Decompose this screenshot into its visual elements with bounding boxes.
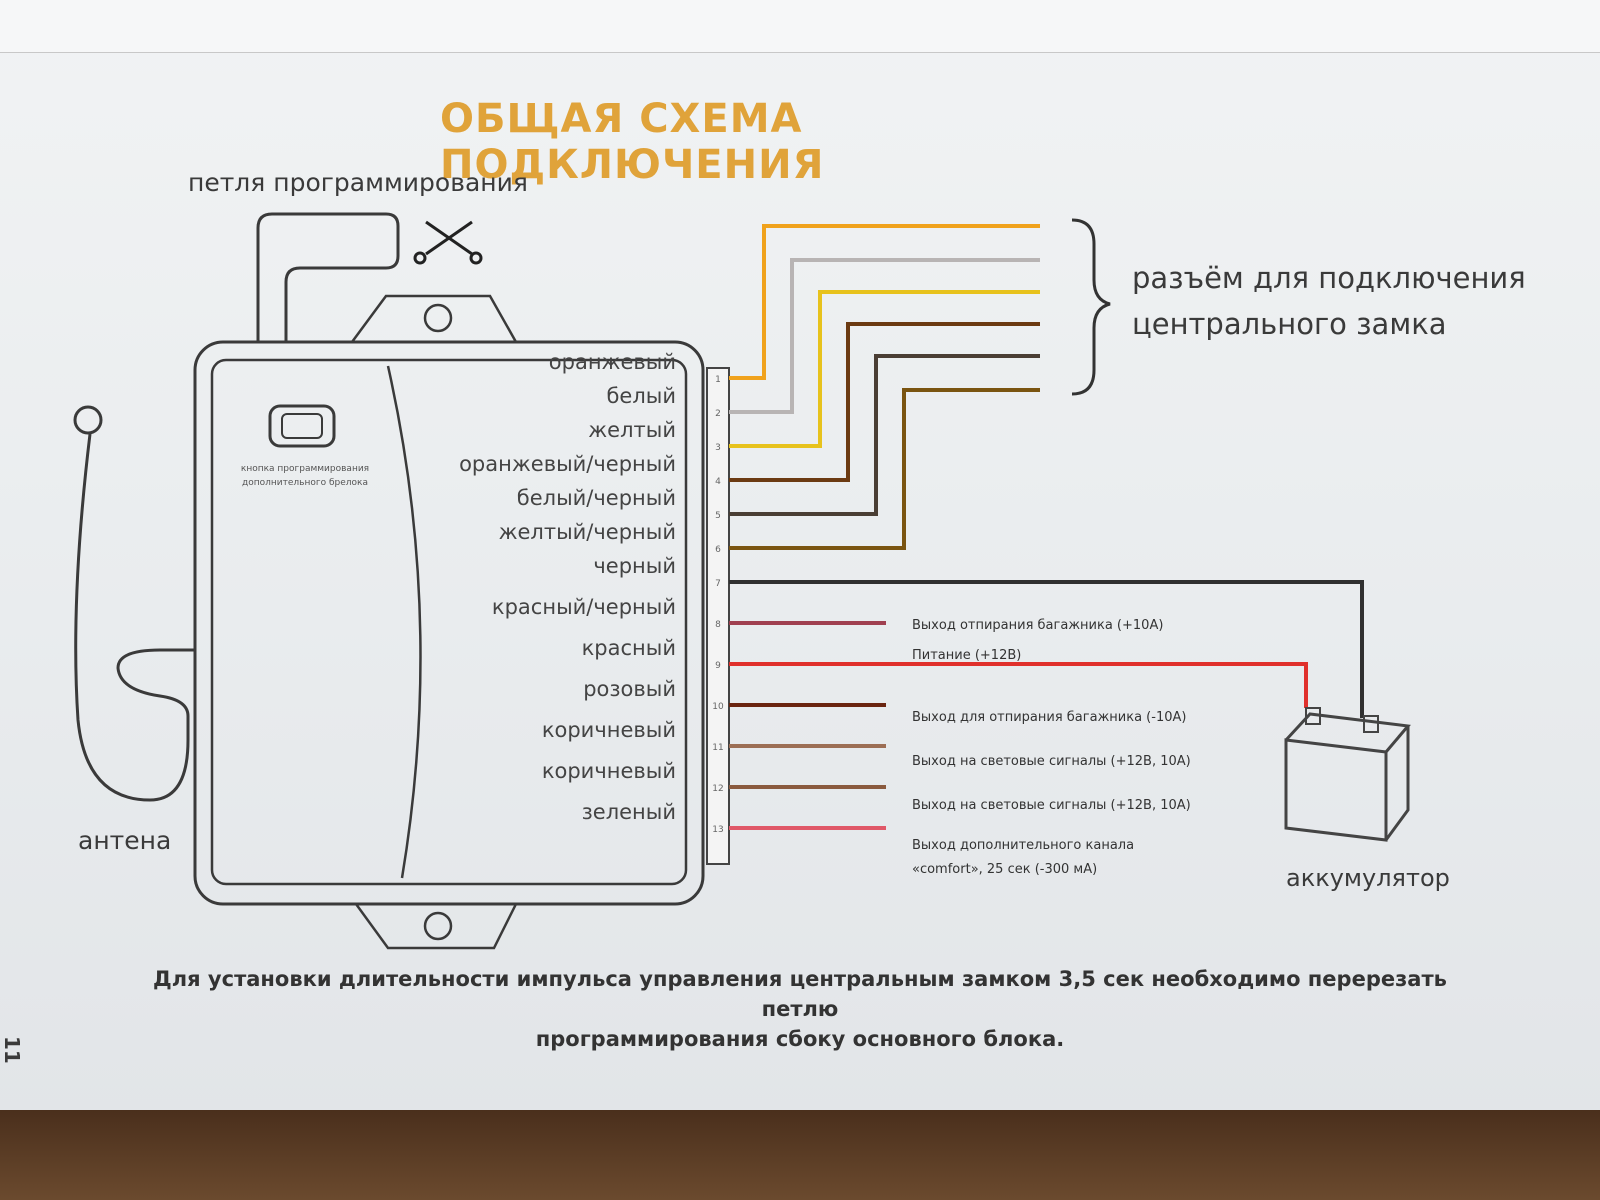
wire-name-7: черный <box>593 554 676 578</box>
pin-number-7: 7 <box>715 579 721 589</box>
footnote-line2: программирования сбоку основного блока. <box>535 1027 1065 1051</box>
wire-name-4: оранжевый/черный <box>459 452 676 476</box>
antenna-tip-icon <box>73 405 103 435</box>
battery-label: аккумулятор <box>1286 864 1450 892</box>
wire-name-2: белый <box>606 384 676 408</box>
control-unit <box>193 294 705 950</box>
pin-number-9: 9 <box>715 661 721 671</box>
pin-connector <box>706 367 730 865</box>
power-wire <box>729 662 1308 708</box>
bottom-mount-tab <box>354 903 518 950</box>
footnote: Для установки длительности импульса упра… <box>130 964 1470 1054</box>
antenna-label: антена <box>78 826 172 855</box>
lock-wire-3 <box>729 290 1040 448</box>
page-title: ОБЩАЯ СХЕМА ПОДКЛЮЧЕНИЯ <box>440 96 825 188</box>
scissors-icon <box>413 220 483 265</box>
programming-button-icon <box>268 404 336 448</box>
output-wires <box>729 580 1364 830</box>
pin-number-1: 1 <box>715 375 721 385</box>
wire-name-11: коричневый <box>541 718 676 742</box>
wire-name-13: зеленый <box>581 800 676 824</box>
pin-number-11: 11 <box>712 743 723 753</box>
unit-inner-panel <box>210 358 688 886</box>
wire-name-5: белый/черный <box>516 486 676 510</box>
pin-number-10: 10 <box>712 702 724 712</box>
connector-bracket-icon <box>1071 218 1111 396</box>
wire-name-1: оранжевый <box>548 350 676 374</box>
unit-outer-case <box>193 340 705 906</box>
pin-number-4: 4 <box>715 477 721 487</box>
lock-wire-1 <box>729 224 1040 380</box>
wire-name-3: желтый <box>588 418 676 442</box>
programming-loop <box>256 212 400 342</box>
top-mount-hole-icon <box>423 303 453 333</box>
lock-wire-6 <box>729 388 1040 550</box>
lock-wire-2 <box>729 258 1040 414</box>
programming-button-label-line1: кнопка программирования <box>240 464 370 474</box>
pin-number-3: 3 <box>715 443 721 453</box>
footnote-line1: Для установки длительности импульса упра… <box>153 967 1447 1021</box>
lock-wire-4 <box>729 322 1040 482</box>
lock-wire-5 <box>729 354 1040 516</box>
connector-label: разъём для подключения центрального замк… <box>1132 255 1552 347</box>
wire-name-6: желтый/черный <box>498 520 676 544</box>
manual-page <box>0 0 1600 1120</box>
unit-curve <box>386 365 422 879</box>
pin-number-12: 12 <box>712 784 723 794</box>
battery-icon <box>1284 707 1411 842</box>
bottom-mount-hole-icon <box>423 911 453 941</box>
connector-label-line2: центрального замка <box>1132 307 1447 341</box>
background-surface <box>0 1110 1600 1200</box>
programming-button-label: кнопка программирования дополнительного … <box>230 462 380 490</box>
wire-name-12: коричневый <box>541 759 676 783</box>
wire-name-9: красный <box>581 636 676 660</box>
wire-name-8: красный/черный <box>491 595 676 619</box>
pin-number-5: 5 <box>715 511 721 521</box>
antenna-wire <box>73 405 195 802</box>
central-lock-wires <box>729 224 1040 550</box>
previous-page-edge <box>0 0 1600 53</box>
pin-number-13: 13 <box>712 825 723 835</box>
pin-number-8: 8 <box>715 620 721 630</box>
pin-number-6: 6 <box>715 545 721 555</box>
pin-number-2: 2 <box>715 409 721 419</box>
programming-loop-label: петля программирования <box>188 168 528 197</box>
connector-label-line1: разъём для подключения <box>1132 261 1526 295</box>
wire-name-10: розовый <box>583 677 676 701</box>
programming-button-inner <box>281 413 323 439</box>
top-mount-tab <box>350 294 518 343</box>
programming-button-label-line2: дополнительного брелока <box>242 478 368 488</box>
ground-wire <box>729 580 1364 718</box>
